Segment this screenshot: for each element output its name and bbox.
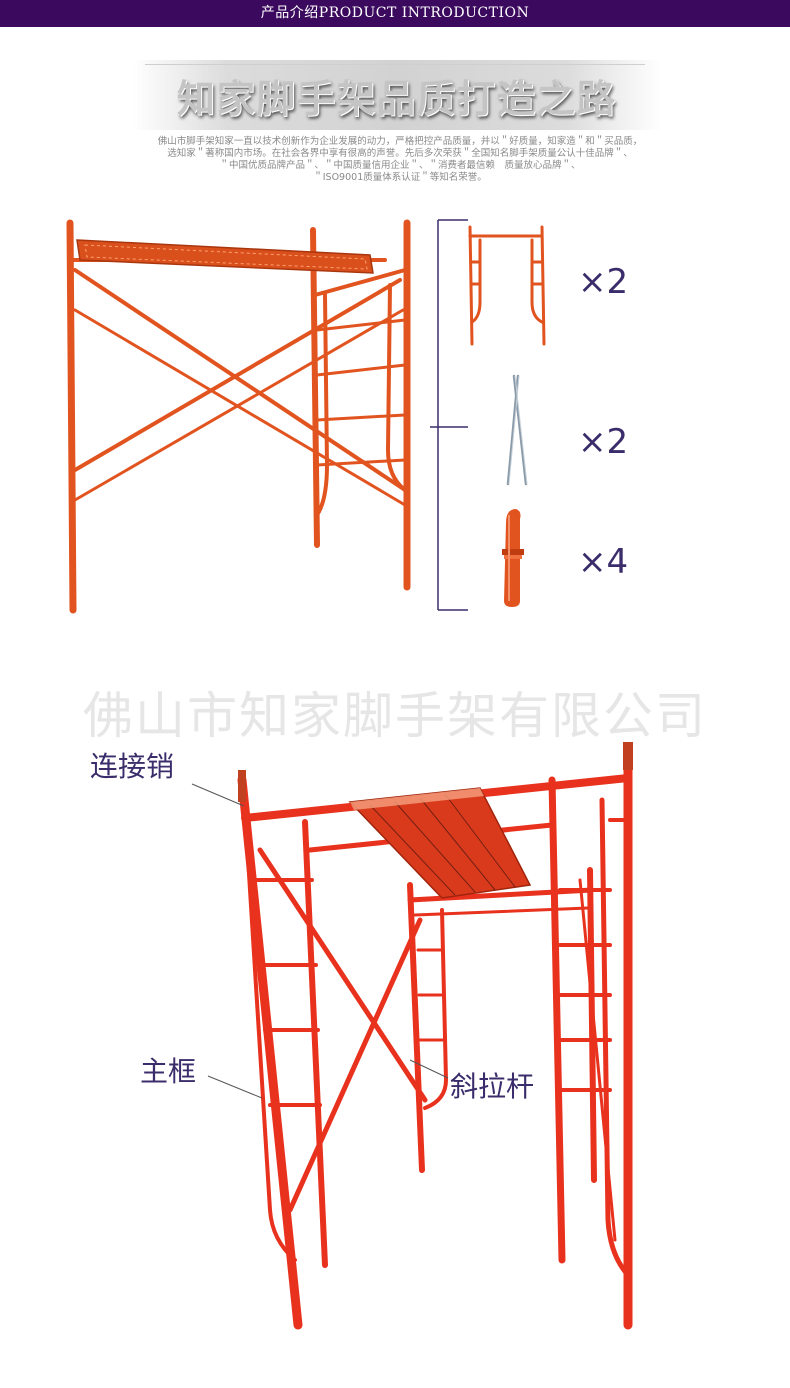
intro-paragraph: 佛山市脚手架知家一直以技术创新作为企业发展的动力，严格把控产品质量，并以＂好质量…: [120, 136, 680, 184]
platform-board: [348, 787, 532, 899]
cross-brace-quantity: ×2: [578, 422, 629, 462]
banner-background: [132, 60, 662, 130]
intro-line: 佛山市脚手架知家一直以技术创新作为企业发展的动力，严格把控产品质量，并以＂好质量…: [157, 136, 643, 147]
main-frame-label: 主框: [140, 1055, 197, 1088]
intro-line: ＂ISO9001质量体系认证＂等知名荣誉。: [313, 172, 487, 183]
intro-line: ＂中国优质品牌产品＂、＂中国质量信用企业＂、＂消费者最信赖 质量放心品牌＂、: [219, 160, 581, 171]
intro-line: 选知家＂著称国内市场。在社会各界中享有很高的声誉。先后多次荣获＂全国知名脚手架质…: [167, 148, 633, 159]
joint-pin-quantity: ×4: [578, 542, 629, 582]
component-bracket: [430, 219, 468, 611]
cross-brace-component-icon: [506, 374, 528, 486]
header-title: 产品介绍PRODUCT INTRODUCTION: [260, 5, 530, 21]
banner-title: 知家脚手架品质打造之路: [176, 77, 617, 121]
platform-board: [76, 239, 374, 274]
cross-brace-label: 斜拉杆: [450, 1070, 535, 1103]
joint-pin-label: 连接销: [90, 750, 175, 783]
banner-divider: [145, 64, 645, 65]
scaffold-detail-image: [237, 742, 633, 1330]
header-bar: 产品介绍PRODUCT INTRODUCTION: [0, 0, 790, 27]
joint-pin-marker: [623, 742, 633, 770]
frame-quantity: ×2: [578, 262, 629, 302]
company-watermark: 佛山市知家脚手架有限公司: [83, 687, 707, 745]
joint-pin-marker: [238, 770, 246, 802]
assembled-scaffold-image: [66, 219, 411, 614]
joint-pin-component-icon: [502, 509, 524, 607]
frame-component-icon: [468, 225, 546, 346]
